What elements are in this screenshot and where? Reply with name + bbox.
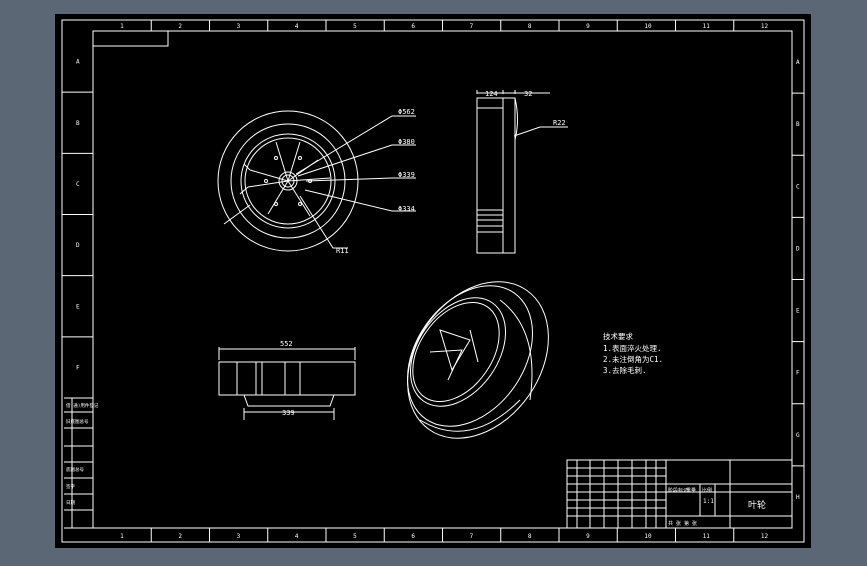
zone-letter-left: A <box>76 59 80 66</box>
zone-letter-right: C <box>796 183 800 190</box>
panel-label-2: 旧底图总号 <box>66 418 89 425</box>
front-view <box>217 110 416 252</box>
zone-number-top: 12 <box>761 23 769 30</box>
title-block <box>566 459 793 529</box>
side-panel <box>64 397 93 529</box>
zone-number-bottom: 10 <box>644 533 652 540</box>
dim-d334: Φ334 <box>398 205 415 213</box>
dim-32: 32 <box>524 90 532 98</box>
side-view <box>476 90 568 254</box>
zone-number-top: 11 <box>703 23 711 30</box>
note-2: 2.未注倒角为C1. <box>603 354 663 364</box>
part-name: 叶轮 <box>748 499 766 511</box>
note-1: 1.表面淬火处理. <box>603 343 662 353</box>
dim-552: 552 <box>280 340 293 348</box>
title-footer: 共 张 第 张 <box>668 520 697 527</box>
zone-markers <box>62 20 804 542</box>
zone-number-top: 8 <box>528 23 532 30</box>
dim-r11: R11 <box>336 247 349 255</box>
zone-letter-left: C <box>76 181 80 188</box>
dim-d562: Φ562 <box>398 108 415 116</box>
zone-number-top: 3 <box>237 23 241 30</box>
dim-r22: R22 <box>553 119 566 127</box>
zone-number-top: 5 <box>353 23 357 30</box>
zone-letter-right: G <box>796 432 800 439</box>
notes-title: 技术要求 <box>603 331 633 341</box>
zone-letter-right: F <box>796 370 800 377</box>
zone-number-bottom: 6 <box>411 533 415 540</box>
side-panel-labels: 借(通)用件登记 旧底图总号 底图总号 签字 日期 <box>66 402 99 506</box>
note-3: 3.去除毛刺. <box>603 365 647 375</box>
title-row-label-1: 阶段标记 <box>668 487 688 494</box>
zone-number-top: 10 <box>644 23 652 30</box>
zone-letter-right: D <box>796 245 800 252</box>
side-view-dims: 124 32 R22 <box>485 90 566 127</box>
drawing-sheet <box>55 14 811 548</box>
zone-number-bottom: 4 <box>295 533 299 540</box>
bottom-view <box>218 347 356 420</box>
panel-label-4: 签字 <box>66 483 75 490</box>
zone-number-bottom: 11 <box>703 533 711 540</box>
zone-letter-right: E <box>796 308 800 315</box>
title-block-text: 叶轮 1:1 阶段标记 重量 比例 共 张 第 张 <box>668 487 766 527</box>
zone-number-top: 9 <box>586 23 590 30</box>
zone-number-bottom: 12 <box>761 533 769 540</box>
dim-d339: Φ339 <box>398 171 415 179</box>
scale-value: 1:1 <box>703 498 714 505</box>
zone-letter-left: B <box>76 120 80 127</box>
dim-d380: Φ380 <box>398 138 415 146</box>
panel-label-5: 日期 <box>66 500 75 506</box>
zone-letter-left: E <box>76 303 80 310</box>
zone-letter-left: D <box>76 242 80 249</box>
zone-number-top: 6 <box>411 23 415 30</box>
zone-letter-right: B <box>796 121 800 128</box>
zone-number-top: 1 <box>120 23 124 30</box>
zone-number-bottom: 1 <box>120 533 124 540</box>
dim-339: 339 <box>282 409 295 417</box>
zone-number-top: 7 <box>470 23 474 30</box>
isometric-view <box>406 281 549 439</box>
panel-label-3: 底图总号 <box>66 466 84 473</box>
dim-124: 124 <box>485 90 498 98</box>
front-view-dims: Φ562 Φ380 Φ339 Φ334 R11 <box>336 108 415 255</box>
zone-number-bottom: 2 <box>178 533 182 540</box>
zone-number-bottom: 5 <box>353 533 357 540</box>
title-row-label-2: 重量 <box>686 487 696 494</box>
title-row-label-3: 比例 <box>702 487 712 494</box>
zone-letter-left: F <box>76 364 80 371</box>
zone-letter-right: A <box>796 59 800 66</box>
technical-notes: 技术要求 1.表面淬火处理. 2.未注倒角为C1. 3.去除毛刺. <box>603 331 663 375</box>
zone-number-bottom: 9 <box>586 533 590 540</box>
panel-label-1: 借(通)用件登记 <box>66 402 99 409</box>
zone-number-bottom: 3 <box>237 533 241 540</box>
zone-number-bottom: 8 <box>528 533 532 540</box>
zone-number-top: 4 <box>295 23 299 30</box>
zone-number-top: 2 <box>178 23 182 30</box>
bottom-view-dims: 552 339 <box>280 340 295 417</box>
outer-border <box>61 19 805 543</box>
zone-number-bottom: 7 <box>470 533 474 540</box>
zone-letter-right: H <box>796 494 800 501</box>
